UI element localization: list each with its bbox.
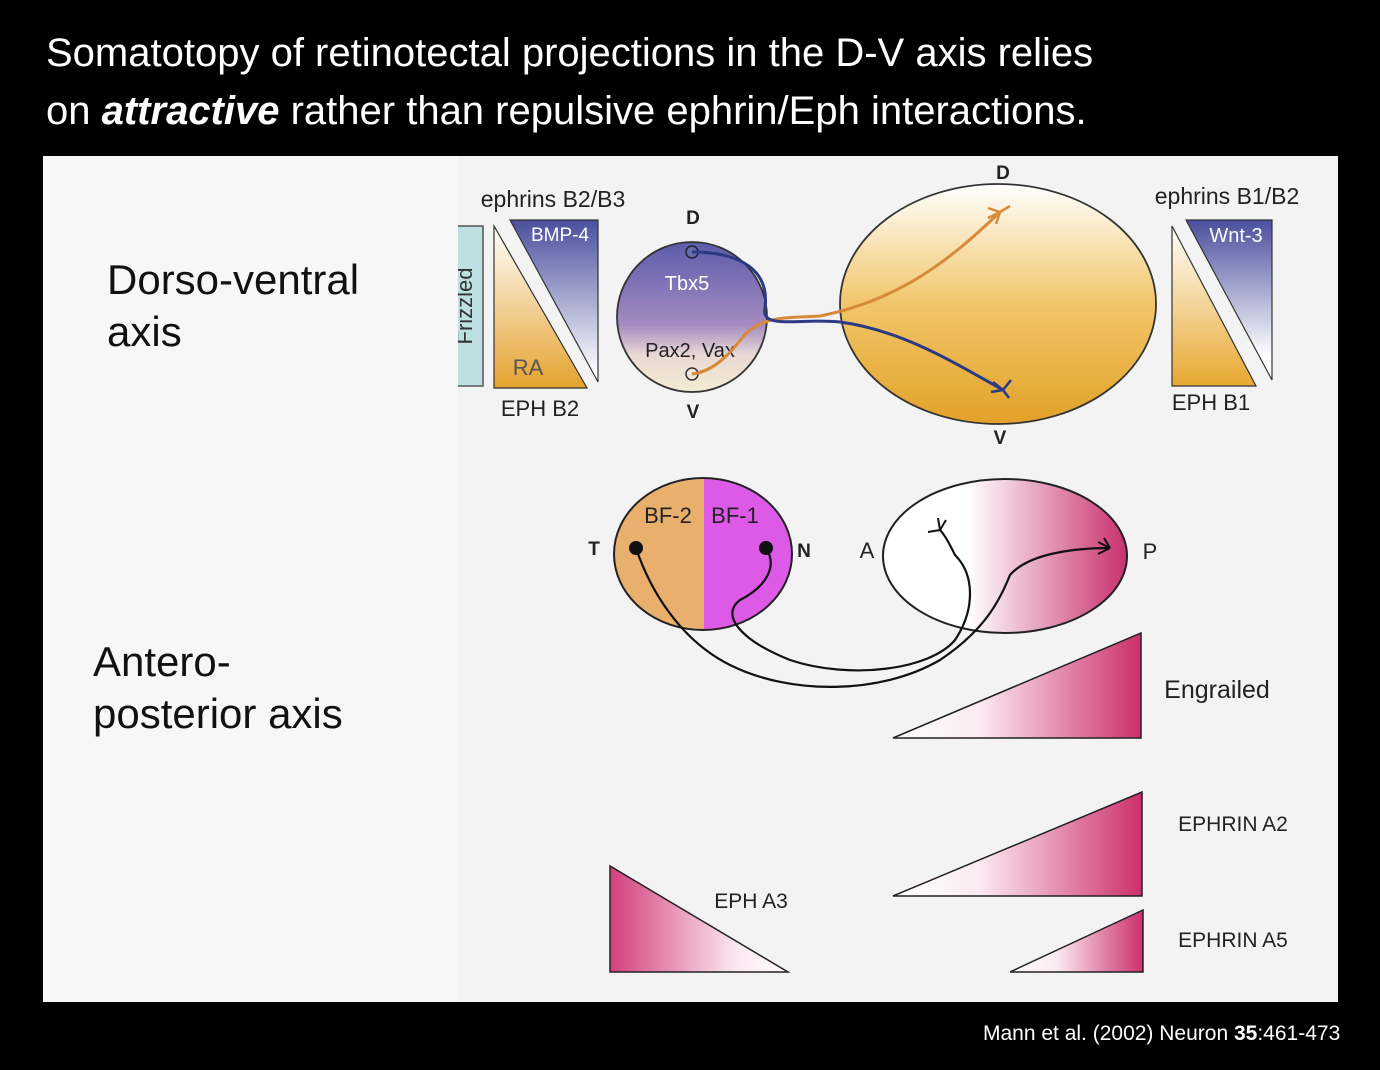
eph-b1-label: EPH B1 bbox=[1172, 390, 1250, 415]
bmp4-gradient bbox=[508, 219, 599, 383]
bmp4-label: BMP-4 bbox=[531, 225, 590, 246]
title-line-2-suffix: rather than repulsive ephrin/Eph interac… bbox=[279, 89, 1087, 133]
citation-text: Mann et al. (2002) Neuron bbox=[983, 1022, 1234, 1045]
title-emphasis: attractive bbox=[101, 89, 280, 133]
dorsal-axon bbox=[691, 250, 1004, 392]
retinotectal-diagram: ephrins B2/B3 Frizzled BMP-4 RA EPH B2 D… bbox=[458, 163, 1299, 973]
ephrins-b2-b3-label: ephrins B2/B3 bbox=[481, 186, 625, 212]
ephrin-a2-label: EPHRIN A2 bbox=[1178, 813, 1288, 836]
engrailed-gradient bbox=[892, 631, 1142, 739]
dv-label-line-2: axis bbox=[107, 308, 182, 355]
nasal-axon-terminal bbox=[927, 517, 947, 533]
frizzled-label: Frizzled bbox=[458, 267, 477, 344]
nasal-label: N bbox=[797, 541, 811, 562]
ephrin-a5-label: EPHRIN A5 bbox=[1178, 929, 1288, 952]
slide-title: Somatotopy of retinotectal projections i… bbox=[46, 24, 1366, 140]
wnt3-gradient bbox=[1184, 219, 1273, 381]
temporal-axon-terminal bbox=[1097, 537, 1111, 555]
engrailed-label: Engrailed bbox=[1164, 676, 1270, 704]
antero-posterior-axis-label: Antero- posterior axis bbox=[93, 636, 343, 740]
ephrins-b1-b2-label: ephrins B1/B2 bbox=[1155, 183, 1299, 209]
retina-ap bbox=[613, 477, 793, 631]
citation-volume: 35 bbox=[1233, 1022, 1258, 1045]
bf1-label: BF-1 bbox=[711, 503, 759, 528]
wnt3-label: Wnt-3 bbox=[1209, 225, 1262, 247]
eph-b2-label: EPH B2 bbox=[501, 396, 579, 421]
dv-label-line-1: Dorso-ventral bbox=[107, 256, 360, 303]
labels-panel bbox=[43, 156, 458, 1002]
ap-label-line-1: Antero- bbox=[93, 638, 231, 685]
dorsal-axon-terminal bbox=[990, 379, 1012, 399]
retina-nasal-half bbox=[704, 479, 793, 630]
retina-temporal-half bbox=[613, 479, 704, 630]
ephrin-a5-gradient bbox=[1009, 908, 1144, 973]
nasal-axon bbox=[731, 529, 972, 672]
anterior-label: A bbox=[860, 538, 875, 563]
eye-ventral-label: V bbox=[687, 402, 700, 423]
tbx5-label: Tbx5 bbox=[665, 273, 709, 295]
frizzled-bar bbox=[458, 225, 484, 387]
eph-a3-label: EPH A3 bbox=[714, 890, 788, 913]
ap-label-line-2: posterior axis bbox=[93, 690, 343, 737]
ventral-axon-terminal bbox=[987, 204, 1011, 225]
ventral-axon bbox=[691, 210, 1002, 376]
title-line-1: Somatotopy of retinotectal projections i… bbox=[46, 31, 1094, 75]
eye-dorsal-label: D bbox=[686, 208, 700, 229]
pax2-vax-label: Pax2, Vax bbox=[645, 340, 735, 362]
tectum-ap bbox=[882, 478, 1128, 634]
eph-b1-gradient bbox=[1171, 225, 1257, 387]
ra-gradient bbox=[493, 223, 589, 389]
temporal-label: T bbox=[588, 539, 600, 560]
title-line-2-prefix: on bbox=[46, 89, 102, 133]
ephrin-a2-gradient bbox=[892, 790, 1143, 897]
temporal-axon bbox=[634, 546, 1111, 688]
tectum-ventral-label: V bbox=[994, 428, 1007, 449]
eph-a3-gradient bbox=[609, 864, 791, 973]
citation-pages: :461-473 bbox=[1257, 1022, 1341, 1045]
ra-label: RA bbox=[513, 355, 544, 380]
citation: Mann et al. (2002) Neuron 35:461-473 bbox=[983, 1022, 1340, 1046]
tectum-dorsal-label: D bbox=[996, 163, 1010, 184]
bf2-label: BF-2 bbox=[644, 503, 692, 528]
dorso-ventral-axis-label: Dorso-ventral axis bbox=[107, 254, 359, 358]
tectum-dv bbox=[839, 183, 1157, 425]
posterior-label: P bbox=[1143, 539, 1158, 564]
